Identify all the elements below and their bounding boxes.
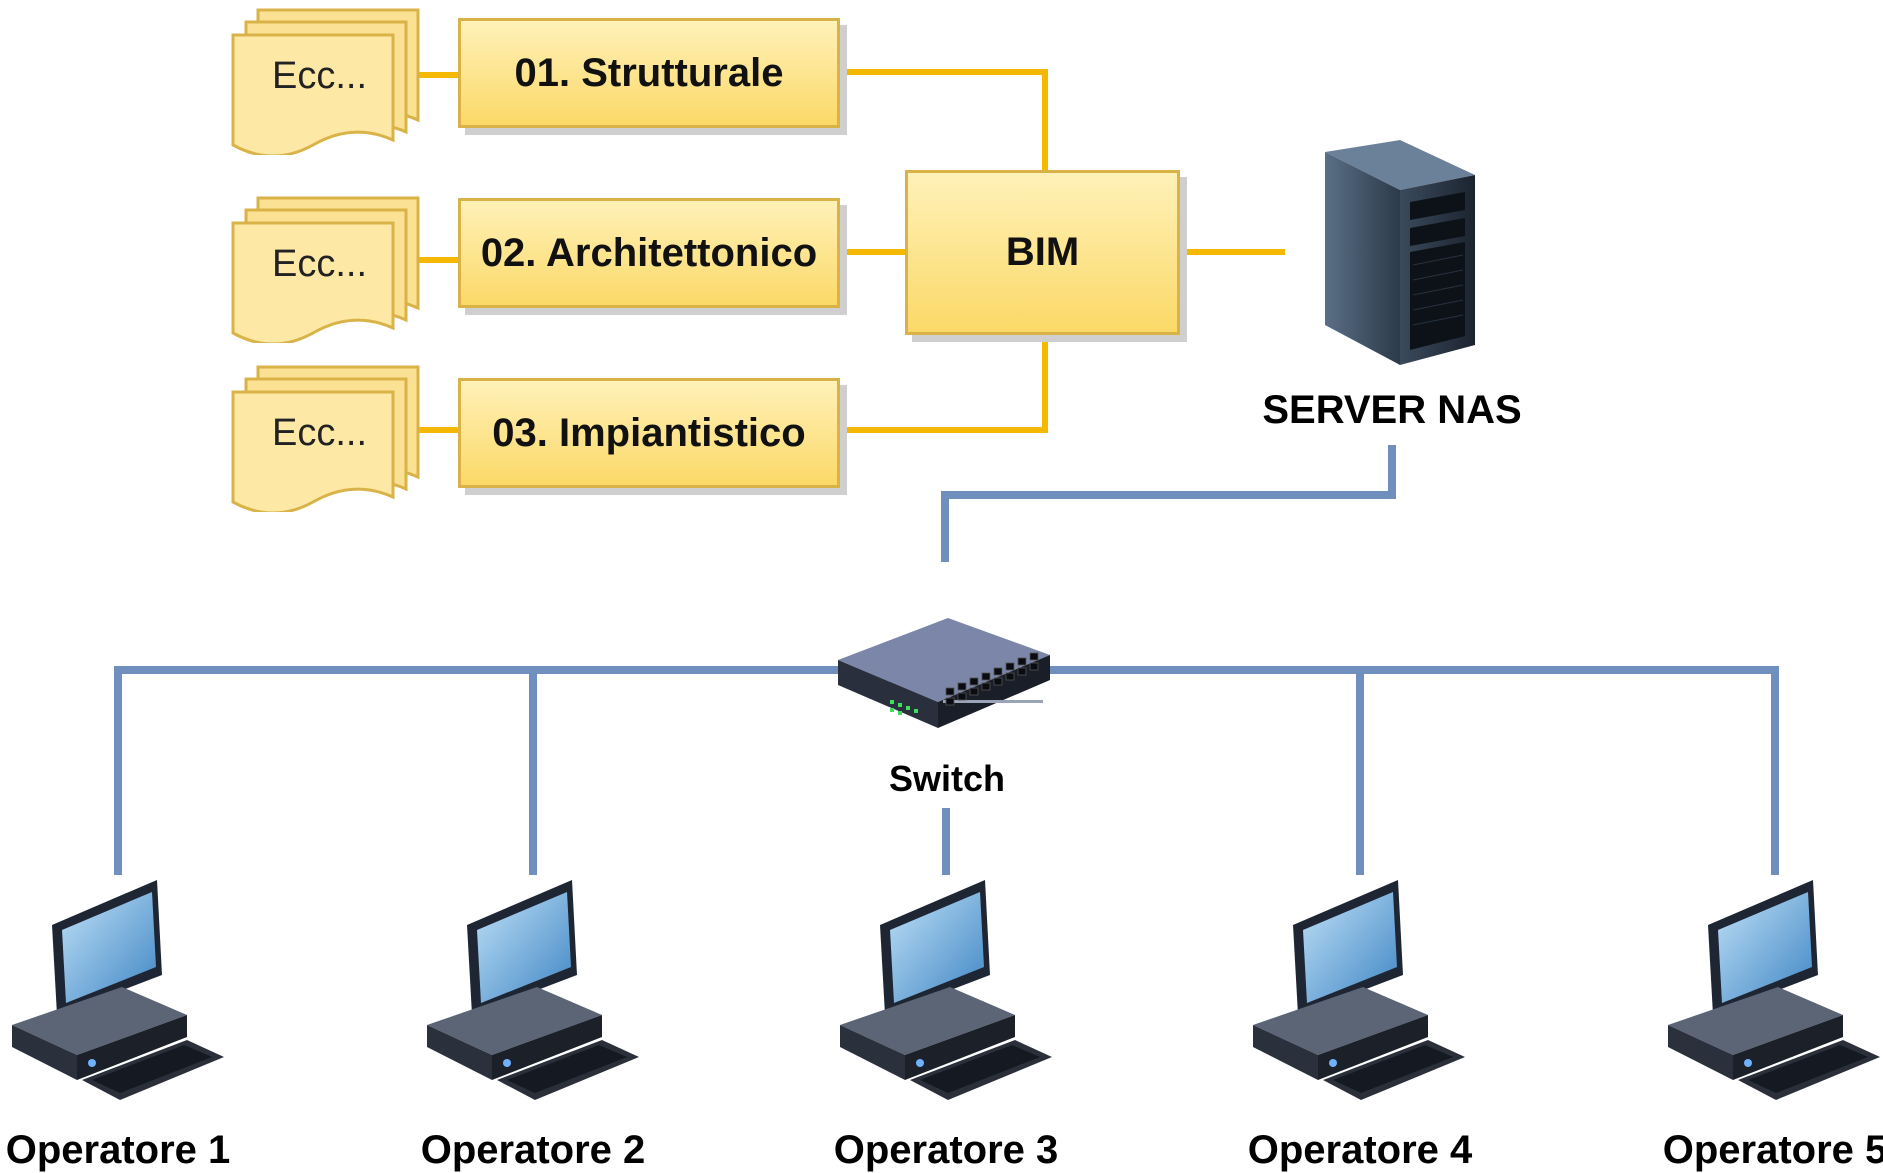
documents-icon [231,365,420,512]
link-server-switch [941,445,1396,562]
box-bim: BIM [905,170,1180,335]
link-strutturale-bim [838,69,1048,172]
computer-icon [840,875,1055,1105]
network-switch-icon [838,618,1050,728]
operator-label-2: Operatore 2 [420,1128,646,1172]
computer-icon [427,875,642,1105]
box-strutturale: 01. Strutturale [458,18,840,128]
box-architettonico: 02. Architettonico [458,198,840,308]
box-impiantistico: 03. Impiantistico [458,378,840,488]
computer-icon [1668,875,1883,1105]
operator-label-5: Operatore 5 [1662,1128,1883,1172]
computer-icon [12,875,227,1105]
server-tower-icon [1325,140,1475,365]
computer-icon [1253,875,1468,1105]
operator-label-4: Operatore 4 [1247,1128,1473,1172]
documents-icon [231,8,420,155]
document-stack-3: Ecc... [228,362,438,512]
operator-label-1: Operatore 1 [5,1128,231,1172]
operator-label-3: Operatore 3 [833,1128,1059,1172]
docs-label: Ecc... [272,55,368,97]
documents-icon [231,196,420,343]
server-label: SERVER NAS [1262,388,1522,432]
link-switch-op5 [1048,666,1779,875]
link-impiantistico-bim [838,337,1048,433]
document-stack-2: Ecc... [228,193,438,343]
docs-label: Ecc... [272,412,368,454]
switch-label: Switch [888,758,1005,799]
docs-label: Ecc... [272,243,368,285]
document-stack-1: Ecc... [228,5,438,155]
link-switch-op1 [114,666,842,875]
